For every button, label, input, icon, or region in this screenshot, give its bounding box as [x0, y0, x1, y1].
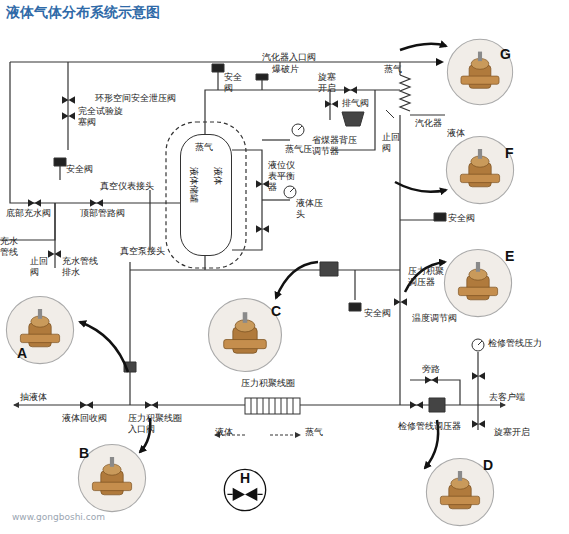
photo-circle	[78, 444, 145, 511]
part-label: 真空仪表接头	[100, 181, 154, 192]
part-label: 旁路	[422, 364, 440, 375]
part-label: 液位仪表平衡器	[268, 160, 297, 193]
valve-ports	[92, 482, 131, 490]
valve-stem	[110, 457, 114, 467]
part-label: 安全阀	[66, 164, 93, 175]
callout-letter: B	[79, 445, 89, 461]
valve-stem	[478, 149, 482, 159]
valve-symbol	[233, 488, 258, 501]
photo-circle	[446, 136, 513, 203]
part-label: 爆破片	[272, 64, 299, 75]
part-label: 汽化器入口阀	[262, 52, 316, 63]
part-label: 真空泵接头	[120, 246, 165, 257]
callout-circle: E	[443, 248, 513, 318]
valve-stem	[478, 52, 482, 62]
valve-ports	[20, 334, 59, 342]
photo-circle	[6, 296, 73, 363]
part-label: 充水管线	[0, 236, 20, 258]
callout-circle: B	[77, 443, 147, 513]
part-label: 安全阀	[448, 213, 475, 224]
valve-ports	[440, 496, 479, 504]
instrument-symbols	[54, 64, 484, 412]
symbol-circle	[224, 469, 265, 510]
part-label: 检修管线调压器	[398, 421, 461, 432]
part-label: 液体回收阀	[62, 413, 107, 424]
callout-letter: C	[271, 303, 281, 319]
part-label: 检修管线压力	[488, 338, 542, 349]
part-label: 压力积聚线圈入口阀	[128, 413, 184, 435]
part-label: 蒸气	[305, 427, 323, 438]
valve-stem	[476, 262, 480, 272]
part-label: 旋塞开启	[494, 427, 530, 438]
part-label: 液体	[447, 128, 465, 139]
part-label: 顶部管路阀	[80, 208, 125, 219]
watermark: www.gongboshi.com	[12, 512, 105, 523]
part-label: 温度调节阀	[412, 313, 457, 324]
part-label: 安全阀	[224, 72, 244, 94]
valve-symbols	[28, 86, 485, 427]
symbol-line	[227, 494, 262, 495]
photo-outline	[5, 295, 75, 365]
part-label: 蒸气	[384, 64, 402, 75]
part-label: 汽化器	[415, 118, 442, 129]
part-label: 止回阀	[30, 256, 50, 278]
callout-letter: G	[500, 46, 511, 62]
valve-ports	[460, 174, 499, 182]
callout-letter: A	[17, 345, 27, 361]
vessel-text: 液体	[211, 167, 224, 185]
part-label: 充水管线排水	[62, 256, 100, 278]
valve-ports	[458, 287, 497, 295]
vessel-text: 蒸气	[195, 141, 213, 154]
pipe-lines	[0, 62, 505, 435]
vessel-text: 液体储罐	[187, 167, 200, 203]
part-label: 旋塞开启	[318, 72, 338, 94]
callout-circle: C	[207, 297, 283, 373]
part-label: 安全阀	[364, 308, 391, 319]
part-label: 完全试验旋塞阀	[78, 106, 125, 128]
valve-ports	[224, 340, 267, 349]
valve-stem	[243, 312, 248, 323]
photo-outline	[445, 135, 515, 205]
part-label: 环形空间安全泄压阀	[95, 93, 176, 104]
part-label: 底部充水阀	[6, 208, 51, 219]
callout-circle: D	[425, 457, 495, 527]
diagram-title: 液体气体分布系统示意图	[6, 4, 160, 22]
valve-stem	[38, 309, 42, 319]
callout-circle: G	[446, 38, 514, 106]
part-label: 抽液体	[20, 392, 47, 403]
callout-letter: H	[240, 470, 250, 486]
valve-ports	[461, 76, 499, 84]
part-label: 省煤器背压调节器	[312, 135, 359, 157]
pressure-coil	[245, 398, 300, 414]
part-label: 压力积聚调压器	[408, 266, 446, 288]
photo-circle	[447, 39, 512, 104]
part-label: 液体	[215, 427, 233, 438]
callout-arrows	[80, 44, 446, 468]
photo-circle	[444, 249, 511, 316]
part-label: 去客户端	[489, 392, 525, 403]
callout-circle: F	[445, 135, 515, 205]
storage-vessel: 蒸气液体储罐液体	[180, 134, 232, 256]
valve-stem	[458, 471, 462, 481]
photo-outline	[443, 248, 513, 318]
part-label: 止回阀	[382, 132, 402, 154]
callout-letter: F	[505, 145, 514, 161]
callout-circle: A	[5, 295, 75, 365]
photo-circle	[209, 299, 282, 372]
part-label: 压力积聚线圈	[241, 378, 295, 389]
part-label: 蒸气压	[285, 144, 312, 155]
callout-letter: E	[505, 248, 514, 264]
callout-letter: D	[483, 457, 493, 473]
part-label: 液体压头	[296, 198, 325, 220]
callout-circle: H	[223, 468, 267, 512]
vessel-outer-jacket	[166, 122, 246, 268]
part-label: 排气阀	[342, 98, 369, 109]
